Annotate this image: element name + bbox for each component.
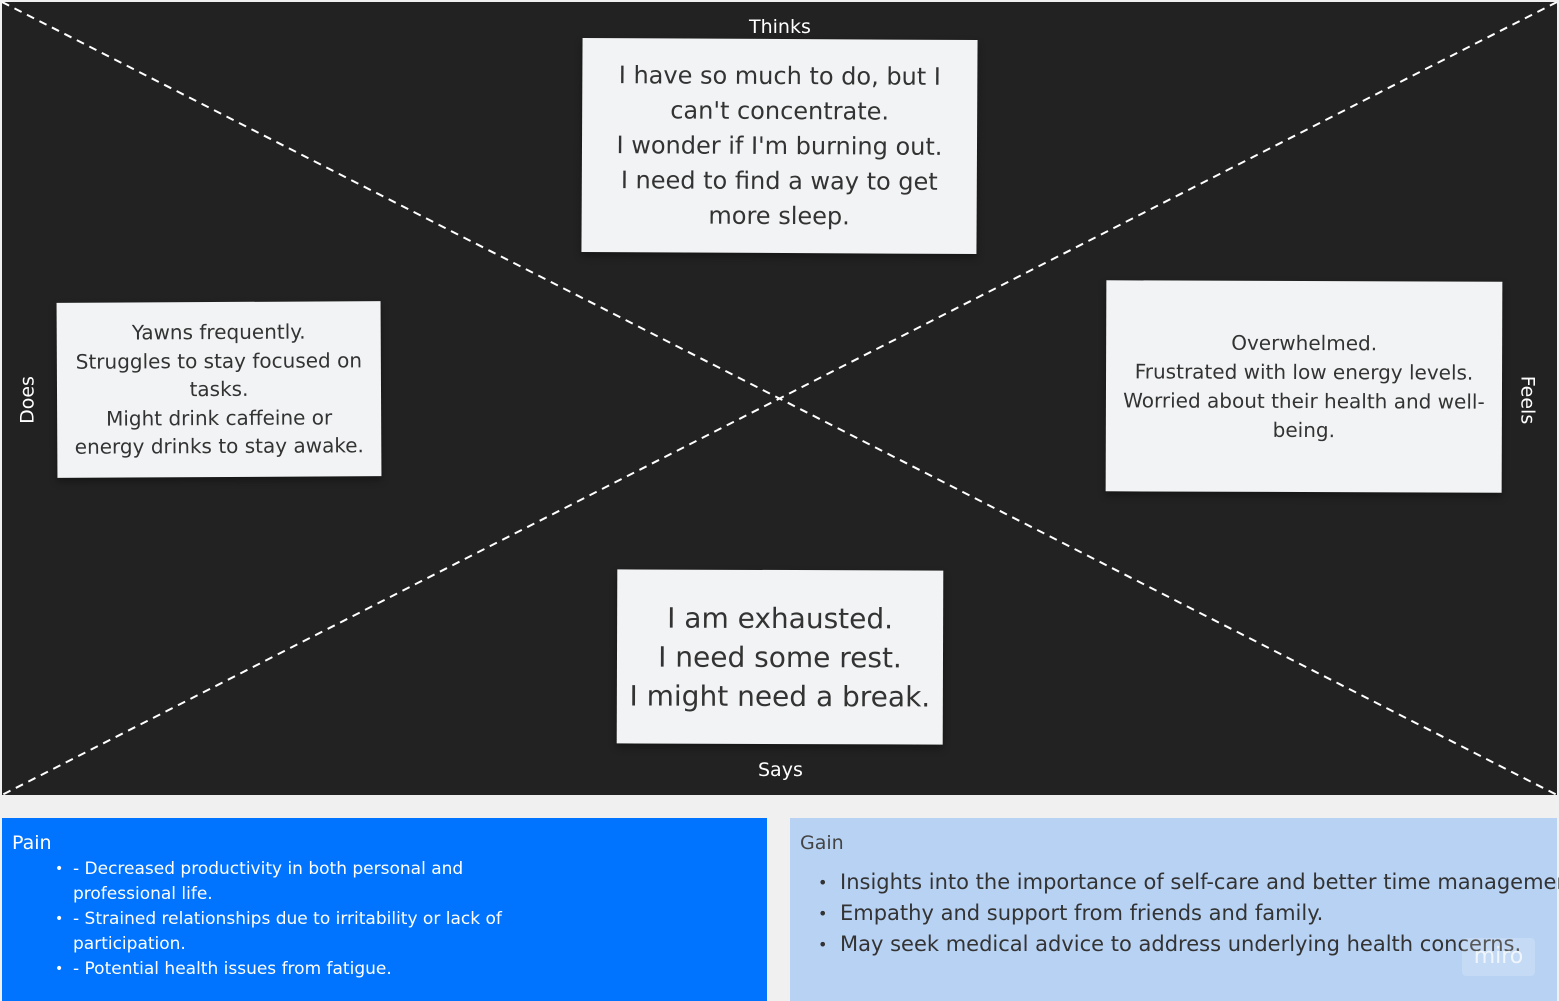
miro-watermark-logo: miro: [1462, 938, 1535, 976]
pain-title: Pain: [12, 832, 52, 854]
gain-panel[interactable]: Gain Insights into the importance of sel…: [790, 818, 1559, 1001]
gain-list-item: Empathy and support from friends and fam…: [818, 898, 1547, 929]
gain-list-item: Insights into the importance of self-car…: [818, 867, 1559, 898]
quadrant-label-says: Says: [758, 759, 803, 781]
pain-list-item: - Decreased productivity in both persona…: [55, 857, 563, 907]
pain-list: - Decreased productivity in both persona…: [12, 857, 563, 982]
empathy-map-board[interactable]: Thinks Says Does Feels I have so much to…: [2, 2, 1557, 795]
pain-list-item: - Strained relationships due to irritabi…: [55, 907, 563, 957]
quadrant-label-thinks: Thinks: [749, 16, 811, 38]
pain-panel[interactable]: Pain - Decreased productivity in both pe…: [2, 818, 767, 1001]
sticky-note-does[interactable]: Yawns frequently. Struggles to stay focu…: [56, 301, 382, 478]
sticky-note-thinks[interactable]: I have so much to do, but I can't concen…: [581, 37, 978, 255]
sticky-note-says[interactable]: I am exhausted. I need some rest. I migh…: [616, 569, 944, 745]
gain-title: Gain: [800, 832, 844, 854]
gain-list: Insights into the importance of self-car…: [800, 867, 1559, 960]
sticky-note-text: Overwhelmed. Frustrated with low energy …: [1123, 330, 1485, 442]
sticky-note-text: I am exhausted. I need some rest. I migh…: [629, 601, 931, 714]
quadrant-label-does: Does: [16, 376, 39, 424]
sticky-note-feels[interactable]: Overwhelmed. Frustrated with low energy …: [1105, 280, 1503, 493]
diagonal-line-tr-bl: [2, 2, 1557, 795]
sticky-note-text: I have so much to do, but I can't concen…: [616, 60, 943, 230]
quadrant-label-feels: Feels: [1516, 375, 1539, 425]
diagonal-dividers: [2, 2, 1557, 795]
pain-list-item: - Potential health issues from fatigue.: [55, 957, 563, 982]
sticky-note-text: Yawns frequently. Struggles to stay focu…: [74, 319, 364, 460]
gain-list-item: May seek medical advice to address under…: [818, 929, 1547, 960]
